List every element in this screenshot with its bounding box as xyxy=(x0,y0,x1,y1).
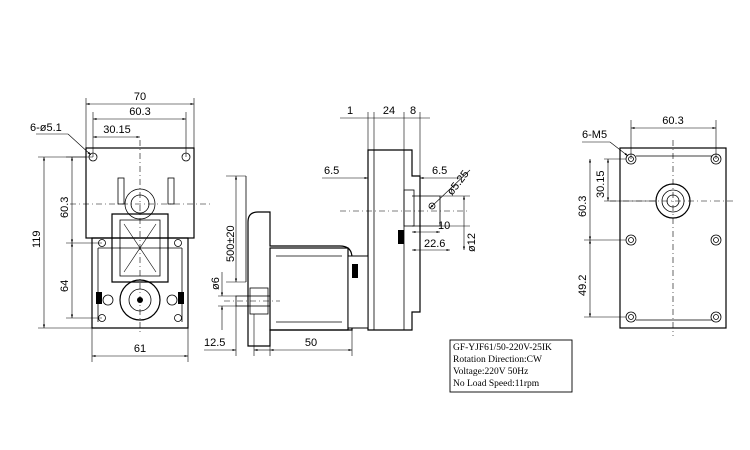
dim-side-65-right: 6.5 xyxy=(432,165,447,177)
dim-side-226: 22.6 xyxy=(424,238,445,250)
side-gearbox-plate xyxy=(367,149,421,331)
side-view: 1 24 8 6.5 6.5 ø5.25 10 22.6 ø12 500±20 xyxy=(204,105,478,356)
dim-front-width-shaft: 30.15 xyxy=(103,124,131,136)
dim-front-base-width: 61 xyxy=(134,343,146,355)
front-terminal-right xyxy=(167,177,175,205)
dim-front-height-lower: 64 xyxy=(59,280,71,292)
side-output-key xyxy=(398,230,404,244)
dim-side-125: 12.5 xyxy=(204,337,225,349)
side-output-boss xyxy=(403,189,415,227)
spec-voltage: Voltage:220V 50Hz xyxy=(453,367,528,377)
dim-rear-holes: 6-M5 xyxy=(582,129,607,141)
front-gear-right xyxy=(166,294,178,306)
spec-rotation: Rotation Direction:CW xyxy=(453,355,542,365)
dim-rear-492: 49.2 xyxy=(577,275,589,296)
front-terminal-left xyxy=(117,177,125,205)
spec-box: GF-YJF61/50-220V-25IK Rotation Direction… xyxy=(449,339,573,393)
rear-view: 60.3 6-M5 30.15 60.3 49.2 xyxy=(577,115,736,336)
dim-front-holes: 6-ø5.1 xyxy=(30,122,62,134)
spec-speed: No Load Speed:11rpm xyxy=(453,379,540,389)
dim-side-shaft-d: ø6 xyxy=(210,277,222,290)
dim-side-lead: 500±20 xyxy=(225,225,237,262)
dim-rear-603: 60.3 xyxy=(577,196,589,217)
front-hole-br xyxy=(174,314,182,322)
dim-side-24: 24 xyxy=(383,105,395,117)
dim-rear-3015: 30.15 xyxy=(595,170,607,198)
dim-side-8: 8 xyxy=(410,105,416,117)
dim-side-12: ø12 xyxy=(466,233,478,252)
dim-side-65-left: 6.5 xyxy=(324,165,339,177)
front-hole-mr xyxy=(174,239,182,247)
dim-front-height-total: 119 xyxy=(31,230,43,248)
front-clip-left xyxy=(96,292,102,304)
dim-front-width-total: 70 xyxy=(134,91,146,103)
rear-hole-ml xyxy=(625,234,637,246)
front-view: 70 60.3 30.15 6-ø5.1 119 60.3 64 61 xyxy=(30,91,210,362)
rear-hole-br xyxy=(710,311,722,323)
dim-side-50: 50 xyxy=(305,337,317,349)
side-motor-bracket xyxy=(247,211,353,347)
front-gear-left xyxy=(102,294,114,306)
rear-hole-mr xyxy=(710,234,722,246)
side-core-tab xyxy=(352,264,358,278)
dim-side-1: 1 xyxy=(347,105,353,117)
spec-model: GF-YJF61/50-220V-25IK xyxy=(453,343,552,353)
front-clip-right xyxy=(178,292,184,304)
side-motor-shaft xyxy=(235,295,271,307)
dim-rear-width: 60.3 xyxy=(662,115,683,127)
rear-hole-bl xyxy=(625,311,637,323)
dim-side-525: ø5.25 xyxy=(445,168,472,198)
front-coil-inner xyxy=(119,219,161,277)
dim-front-width-holes: 60.3 xyxy=(129,106,150,118)
dim-front-height-upper: 60.3 xyxy=(59,197,71,218)
side-motor-coil xyxy=(269,247,349,331)
spec-box-frame xyxy=(449,339,573,393)
front-coil-frame xyxy=(111,213,169,283)
